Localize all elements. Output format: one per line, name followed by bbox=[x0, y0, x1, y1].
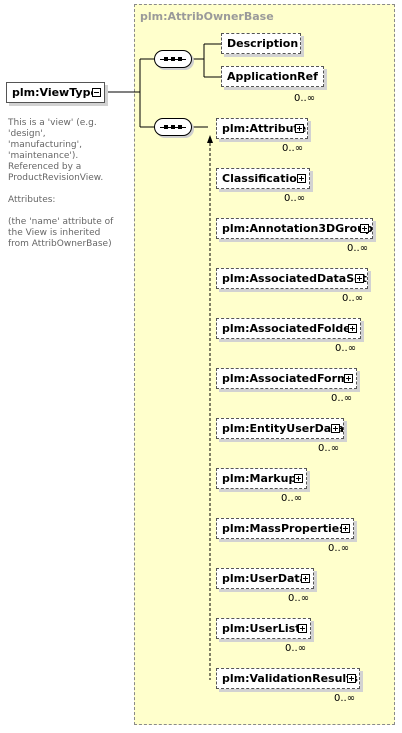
multiplicity-label: 0..∞ bbox=[281, 493, 303, 504]
element-associatedfolder[interactable]: plm:AssociatedFolder bbox=[216, 318, 361, 339]
multiplicity-label: 0..∞ bbox=[282, 143, 304, 154]
multiplicity-label: 0..∞ bbox=[284, 193, 306, 204]
sequence-compositor-icon[interactable] bbox=[154, 50, 192, 68]
base-group-title: plm:AttribOwnerBase bbox=[140, 10, 274, 23]
element-label: Classification bbox=[222, 172, 305, 185]
root-element-view-type[interactable]: plm:ViewType bbox=[6, 82, 105, 103]
expand-icon[interactable] bbox=[360, 224, 369, 233]
expand-icon[interactable] bbox=[301, 574, 310, 583]
expand-icon[interactable] bbox=[348, 324, 357, 333]
element-entityuserdata[interactable]: plm:EntityUserData bbox=[216, 418, 344, 439]
multiplicity-label: 0..∞ bbox=[318, 443, 340, 454]
element-classification[interactable]: Classification bbox=[216, 168, 310, 189]
multiplicity-label: 0..∞ bbox=[335, 343, 357, 354]
multiplicity-label: 0..∞ bbox=[285, 643, 307, 654]
element-label: plm:AssociatedFolder bbox=[222, 322, 357, 335]
collapse-icon[interactable] bbox=[92, 88, 101, 97]
expand-icon[interactable] bbox=[298, 624, 307, 633]
multiplicity-label: 0..∞ bbox=[342, 293, 364, 304]
element-label: plm:AssociatedForm bbox=[222, 372, 349, 385]
expand-icon[interactable] bbox=[355, 274, 364, 283]
element-userdata[interactable]: plm:UserData bbox=[216, 568, 314, 589]
element-application-ref[interactable]: ApplicationRef bbox=[221, 66, 324, 87]
expand-icon[interactable] bbox=[341, 524, 350, 533]
documentation-annotation: This is a 'view' (e.g. 'design', 'manufa… bbox=[8, 118, 120, 261]
expand-icon[interactable] bbox=[295, 124, 304, 133]
element-label: plm:UserData bbox=[222, 572, 308, 585]
element-userlist[interactable]: plm:UserList bbox=[216, 618, 311, 639]
multiplicity-label: 0..∞ bbox=[331, 393, 353, 404]
expand-icon[interactable] bbox=[294, 474, 303, 483]
element-label: plm:UserList bbox=[222, 622, 301, 635]
element-label: plm:AssociatedDataSet bbox=[222, 272, 367, 285]
element-label: Description bbox=[227, 37, 299, 50]
multiplicity-label: 0..∞ bbox=[328, 543, 350, 554]
element-label: plm:Attribute bbox=[222, 122, 307, 135]
element-attribute[interactable]: plm:Attribute bbox=[216, 118, 308, 139]
multiplicity-label: 0..∞ bbox=[334, 693, 356, 704]
sequence-compositor-icon[interactable] bbox=[154, 118, 192, 136]
element-label: ApplicationRef bbox=[227, 70, 318, 83]
multiplicity-label: 0..∞ bbox=[288, 593, 310, 604]
expand-icon[interactable] bbox=[344, 374, 353, 383]
element-markup[interactable]: plm:Markup bbox=[216, 468, 307, 489]
root-element-label: plm:ViewType bbox=[12, 86, 98, 99]
element-label: plm:EntityUserData bbox=[222, 422, 344, 435]
expand-icon[interactable] bbox=[297, 174, 306, 183]
element-associatedform[interactable]: plm:AssociatedForm bbox=[216, 368, 357, 389]
multiplicity-label: 0..∞ bbox=[294, 93, 316, 104]
element-validationresults[interactable]: plm:ValidationResults bbox=[216, 668, 360, 689]
element-label: plm:MassProperties bbox=[222, 522, 346, 535]
element-label: plm:Markup bbox=[222, 472, 297, 485]
expand-icon[interactable] bbox=[331, 424, 340, 433]
element-description[interactable]: Description bbox=[221, 33, 301, 54]
element-label: plm:ValidationResults bbox=[222, 672, 358, 685]
element-annotation3dgroup[interactable]: plm:Annotation3DGroup bbox=[216, 218, 373, 239]
doc-paragraph: Attributes: bbox=[8, 195, 56, 205]
element-label: plm:Annotation3DGroup bbox=[222, 222, 373, 235]
element-associateddataset[interactable]: plm:AssociatedDataSet bbox=[216, 268, 368, 289]
doc-paragraph: (the 'name' attribute of the View is inh… bbox=[8, 217, 114, 249]
expand-icon[interactable] bbox=[347, 674, 356, 683]
multiplicity-label: 0..∞ bbox=[347, 243, 369, 254]
element-massproperties[interactable]: plm:MassProperties bbox=[216, 518, 354, 539]
doc-paragraph: This is a 'view' (e.g. 'design', 'manufa… bbox=[8, 118, 104, 183]
